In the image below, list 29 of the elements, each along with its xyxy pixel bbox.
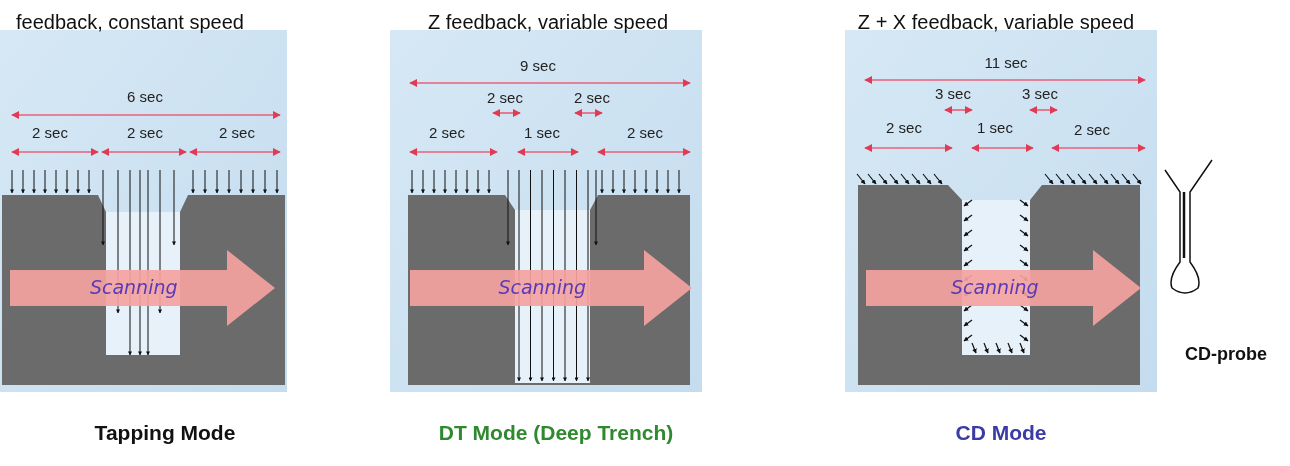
time-label: 1 sec [524, 124, 560, 142]
scanning-arrow [410, 250, 692, 326]
scanning-arrow [10, 250, 275, 326]
time-label: 11 sec [984, 54, 1028, 72]
arrow-label: Scanning [498, 275, 587, 298]
probe-label: CD-probe [1185, 345, 1267, 365]
time-label: 2 sec [574, 89, 610, 107]
time-label: 2 sec [886, 119, 922, 137]
time-label: 9 sec [520, 57, 556, 75]
time-label: 6 sec [127, 88, 163, 106]
time-label: 2 sec [127, 124, 163, 142]
title: Z + X feedback, variable speed [857, 11, 1135, 33]
caption: CD Mode [955, 421, 1047, 445]
time-label: 1 sec [977, 119, 1013, 137]
time-label: 3 sec [935, 85, 971, 103]
arrow-label: Scanning [89, 275, 178, 298]
title: Z feedback, variable speed [427, 11, 669, 33]
time-label: 3 sec [1022, 85, 1058, 103]
time-label: 2 sec [219, 124, 255, 142]
scanning-arrow [866, 250, 1141, 326]
time-label: 2 sec [487, 89, 523, 107]
time-label: 2 sec [627, 124, 663, 142]
time-label: 2 sec [1074, 121, 1110, 139]
caption: DT Mode (Deep Trench) [438, 421, 674, 445]
time-label: 2 sec [429, 124, 465, 142]
arrow-label: Scanning [950, 275, 1039, 298]
caption: Tapping Mode [94, 421, 236, 445]
title: feedback, constant speed [16, 11, 244, 33]
time-label: 2 sec [32, 124, 68, 142]
